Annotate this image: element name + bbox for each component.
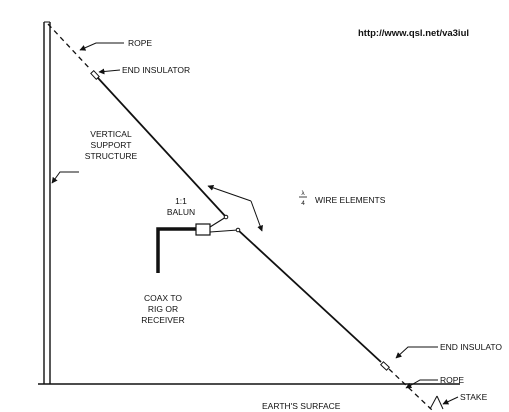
stake-label: STAKE [460, 392, 488, 402]
vertical-support-pole [43, 21, 51, 384]
rope-bottom-label: ROPE [440, 375, 464, 385]
balun-label: BALUN [167, 207, 195, 217]
rope-top-label: ROPE [128, 38, 152, 48]
lambda-denominator: 4 [301, 200, 305, 207]
earth-surface-label: EARTH'S SURFACE [262, 401, 341, 411]
rope-lower [388, 368, 433, 411]
vertical-support-line3: STRUCTURE [85, 151, 138, 161]
coax-cable [156, 227, 196, 273]
balun-ratio-label: 1:1 [175, 196, 187, 206]
end-insulator-top-label: END INSULATOR [122, 65, 190, 75]
ground-stake [429, 395, 444, 410]
source-url: http://www.qsl.net/va3iul [358, 28, 469, 39]
callout-leaders [51, 42, 459, 405]
balun [195, 214, 241, 236]
coax-label-line3: RECEIVER [141, 315, 184, 325]
vertical-support-line2: SUPPORT [91, 140, 132, 150]
end-insulator-bottom [380, 361, 390, 371]
wire-element-upper [97, 77, 227, 218]
vertical-support-line1: VERTICAL [90, 129, 132, 139]
wire-elements-label: WIRE ELEMENTS [315, 195, 386, 205]
coax-label-line2: RIG OR [148, 304, 178, 314]
lambda-numerator: λ [301, 190, 305, 197]
end-insulator-bottom-label: END INSULATO [440, 342, 502, 352]
coax-label-line1: COAX TO [144, 293, 182, 303]
end-insulator-top [90, 70, 100, 80]
rope-upper [47, 23, 92, 71]
wire-element-lower [237, 229, 382, 363]
